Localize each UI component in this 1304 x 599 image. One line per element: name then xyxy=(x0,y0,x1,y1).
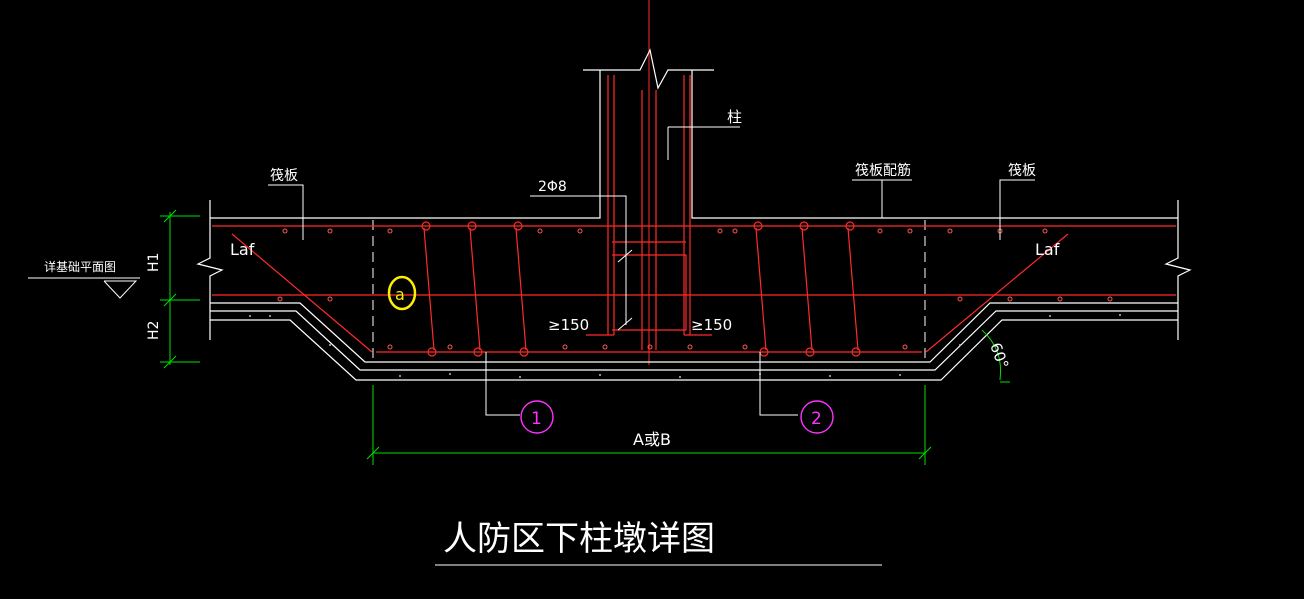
rebar-sections xyxy=(277,228,1113,350)
rebar xyxy=(212,75,1176,353)
stirrup-hooks xyxy=(421,221,861,357)
drawing-title: 人防区下柱墩详图 xyxy=(443,519,715,559)
raft-rebar-label: 筏板配筋 xyxy=(855,162,911,179)
concrete-outline xyxy=(196,48,1192,381)
pier-boundary-lines xyxy=(372,220,926,360)
min-right-label: ≥150 xyxy=(691,316,732,334)
callout-2-label: 2 xyxy=(811,409,822,429)
callout-1-label: 1 xyxy=(531,409,542,429)
raft-right-label: 筏板 xyxy=(1008,162,1036,179)
width-dim-label: A或B xyxy=(633,430,671,449)
min-left-label: ≥150 xyxy=(548,316,589,334)
dimension-lines xyxy=(160,209,1010,465)
markup-circle xyxy=(387,275,417,311)
laf-right-label: Laf xyxy=(1035,240,1060,259)
markup-letter: a xyxy=(395,285,405,304)
h1-label: H1 xyxy=(146,253,162,272)
section-ref-label: 详基础平面图 xyxy=(44,259,116,274)
callout-2-circle xyxy=(800,400,834,434)
callout-circles xyxy=(520,400,834,434)
raft-left-label: 筏板 xyxy=(270,167,298,184)
cushion-hatch xyxy=(249,314,1121,378)
tie-bar-label: 2Φ8 xyxy=(538,179,567,195)
column-label: 柱 xyxy=(727,108,742,126)
angle-label: 60° xyxy=(986,340,1012,371)
laf-left-label: Laf xyxy=(230,240,255,259)
leader-lines xyxy=(28,126,1035,416)
h2-label: H2 xyxy=(146,321,162,340)
callout-1-circle xyxy=(520,400,554,434)
